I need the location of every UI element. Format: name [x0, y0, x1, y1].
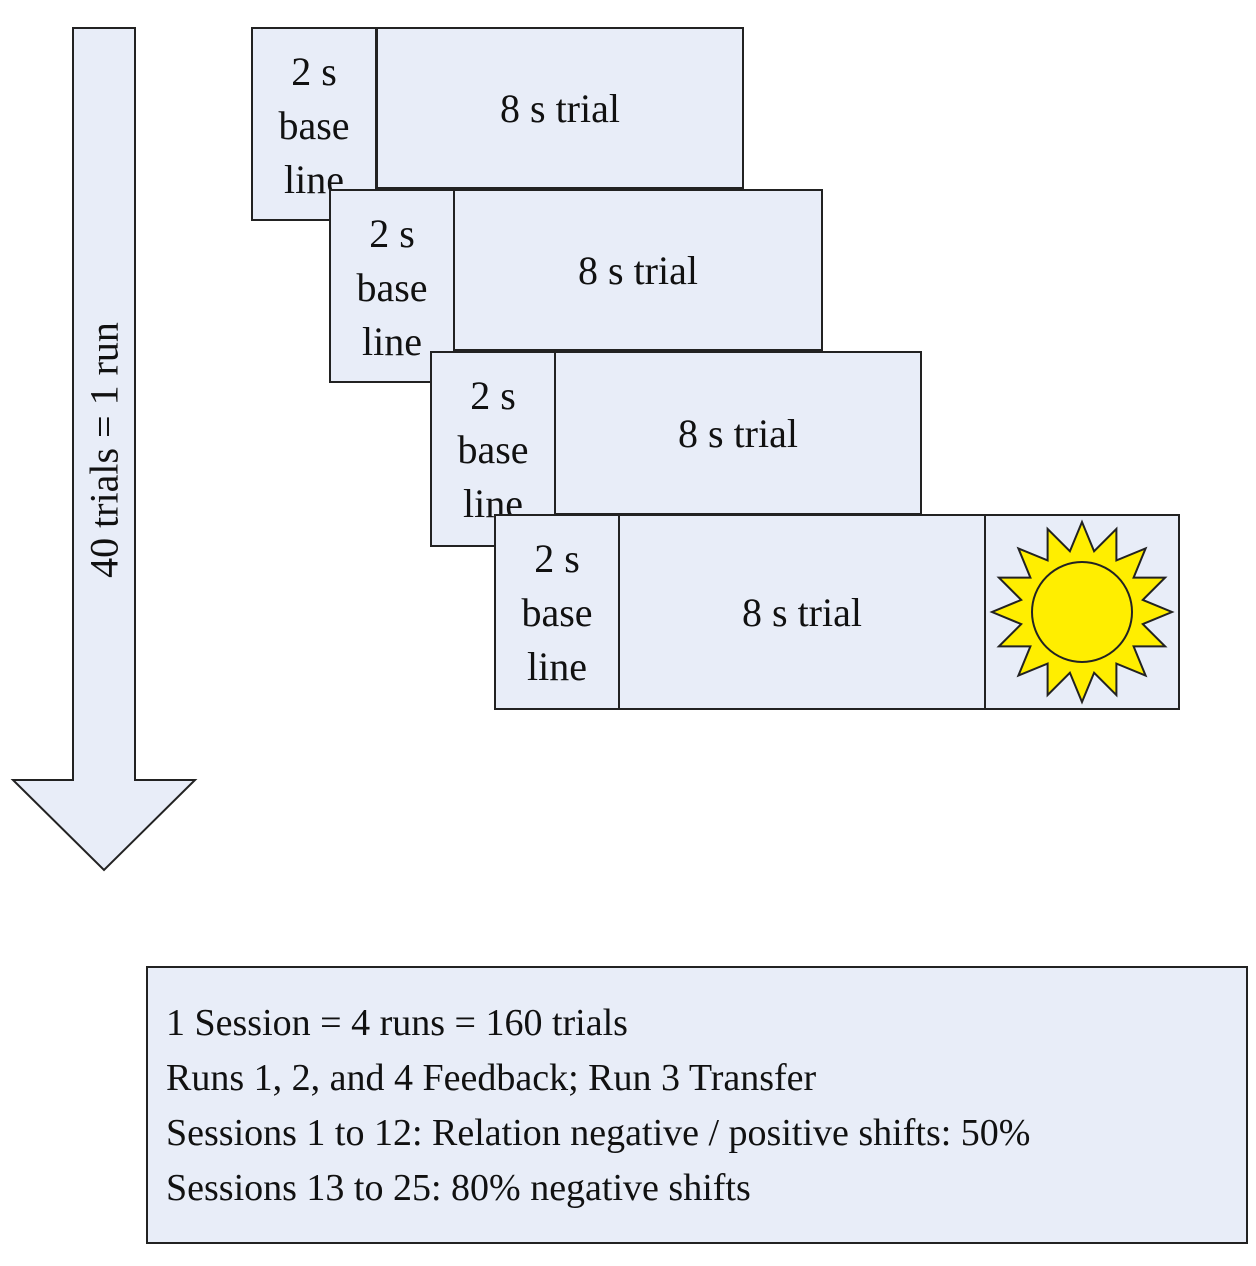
sun-icon [989, 519, 1175, 705]
baseline-line: 2 s [534, 536, 580, 581]
feedback-box [984, 514, 1180, 710]
sun-disc [1031, 561, 1133, 663]
trial-label: 8 s trial [678, 410, 798, 456]
trial-label: 8 s trial [500, 85, 620, 131]
baseline-line: base [356, 265, 428, 310]
baseline-box-2: 2 s base line [329, 189, 455, 383]
trial-box-2: 8 s trial [453, 189, 823, 351]
trial-box-1: 8 s trial [376, 27, 744, 189]
arrow-label: 40 trials = 1 run [81, 322, 127, 578]
baseline-line: base [457, 427, 529, 472]
run-arrow [0, 0, 200, 885]
info-line: Runs 1, 2, and 4 Feedback; Run 3 Transfe… [166, 1057, 817, 1099]
trial-box-3: 8 s trial [554, 351, 922, 515]
trial-label: 8 s trial [742, 589, 862, 635]
session-info-box: 1 Session = 4 runs = 160 trials Runs 1, … [146, 966, 1248, 1244]
info-line: Sessions 1 to 12: Relation negative / po… [166, 1112, 1031, 1154]
baseline-line: base [278, 103, 350, 148]
baseline-line: line [362, 319, 422, 364]
trial-box-4: 8 s trial [618, 514, 986, 710]
baseline-line: 2 s [291, 49, 337, 94]
down-arrow-icon [10, 27, 198, 872]
info-line: 1 Session = 4 runs = 160 trials [166, 1002, 628, 1044]
baseline-box-4: 2 s base line [494, 514, 620, 710]
baseline-line: base [521, 590, 593, 635]
baseline-box-1: 2 s base line [251, 27, 377, 221]
baseline-line: 2 s [369, 211, 415, 256]
baseline-line: line [527, 644, 587, 689]
info-line: Sessions 13 to 25: 80% negative shifts [166, 1167, 751, 1209]
baseline-line: 2 s [470, 373, 516, 418]
trial-label: 8 s trial [578, 247, 698, 293]
